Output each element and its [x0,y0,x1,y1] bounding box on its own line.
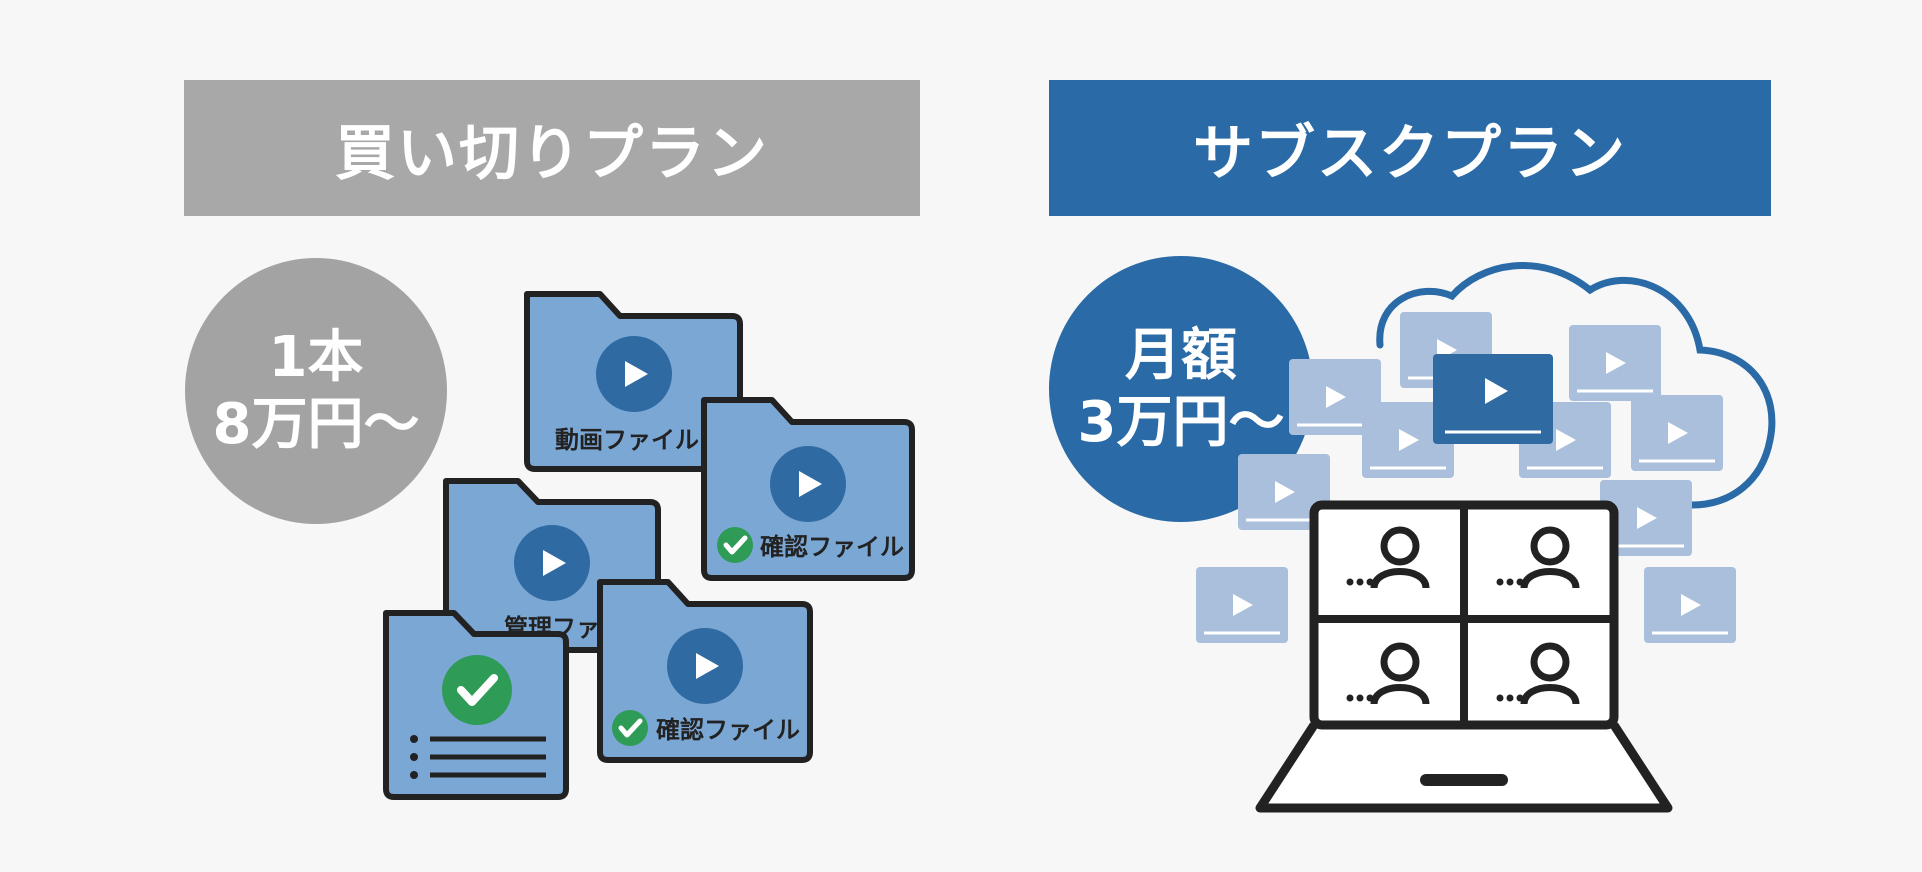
subscription-plan-price-unit: 月額 [1125,322,1237,388]
folder-label: 確認ファイル [760,533,904,561]
buy-plan-price-badge: 1本 8万円～ [185,258,447,524]
folder-label: 確認ファイル [656,716,800,744]
buy-plan-title-banner: 買い切りプラン [184,80,920,216]
check-icon [612,710,648,746]
subscription-plan-title-banner: サブスクプラン [1049,80,1771,216]
video-thumbnail-icon [1433,354,1553,444]
checked-document-icon [383,610,569,800]
laptop-icon [1255,500,1673,813]
check-icon [442,655,512,725]
buy-plan-price-amount: 8万円～ [212,392,420,457]
video-thumbnail-icon [1567,323,1663,403]
cloud-icon [1376,262,1776,509]
buy-plan-price-unit: 1本 [268,324,364,390]
folder-confirm-file-icon: 確認ファイル [701,397,915,581]
subscription-plan-price-amount: 3万円～ [1077,390,1285,455]
video-thumbnail-icon [1642,565,1738,645]
video-thumbnail-icon [1629,393,1725,473]
folder-confirm-file-icon: 確認ファイル [597,579,813,763]
video-thumbnail-icon [1194,565,1290,645]
folder-label: 動画ファイル [555,426,699,454]
check-icon [717,527,753,563]
